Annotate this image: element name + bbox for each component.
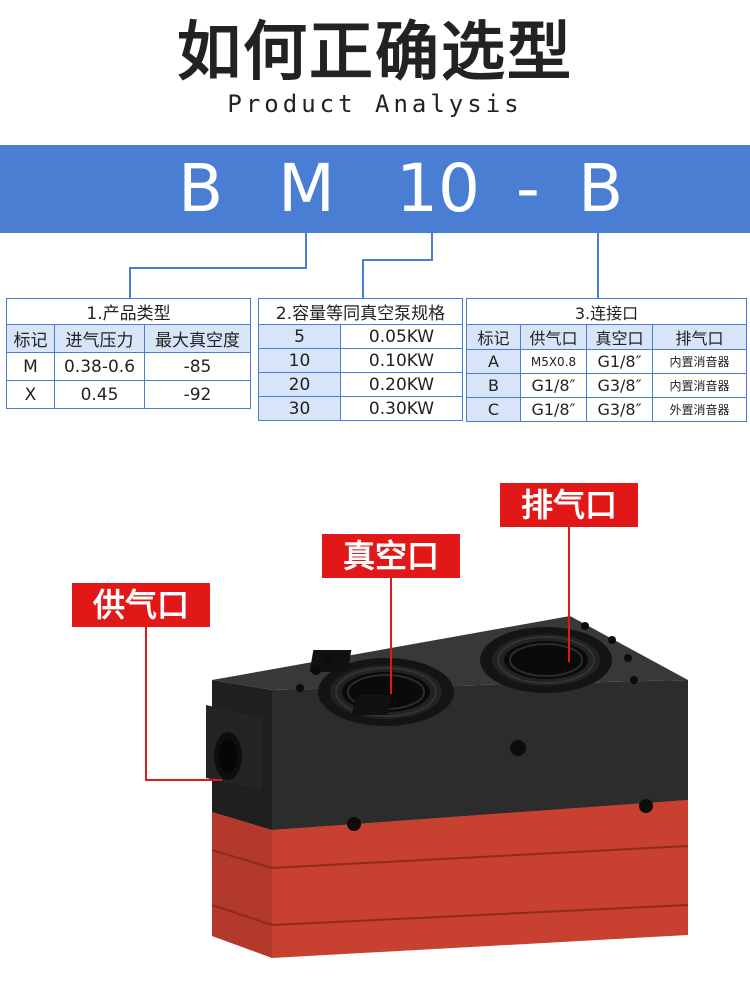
table-row: A M5X0.8 G1/8″ 内置消音器 (466, 349, 748, 374)
capacity-title: 2.容量等同真空泵规格 (257, 298, 464, 325)
table-cell: 0.38-0.6 (54, 352, 145, 381)
table-cell: 0.20KW (339, 372, 464, 397)
table-cell: 10 (258, 348, 341, 373)
supply-port-label: 供气口 (72, 583, 210, 627)
table-cell: 内置消音器 (651, 349, 748, 374)
port-table: 3.连接口 标记 供气口 真空口 排气口 A M5X0.8 G1/8″ 内置消音… (465, 298, 748, 422)
table-cell: 30 (258, 396, 341, 421)
column-header: 进气压力 (54, 324, 145, 353)
table-cell: M (6, 352, 55, 381)
table-cell: -85 (143, 352, 252, 381)
table-cell: B (466, 373, 521, 398)
table-row: B G1/8″ G3/8″ 内置消音器 (466, 373, 748, 398)
black-body (206, 616, 688, 830)
table-cell: 0.05KW (339, 324, 464, 349)
table-row: 10 0.10KW (258, 348, 464, 373)
table-cell: A (466, 349, 521, 374)
code-connector-lines (129, 233, 599, 298)
column-header: 真空口 (586, 324, 653, 350)
table-row: C G1/8″ G3/8″ 外置消音器 (466, 397, 748, 422)
vacuum-generator-photo (145, 527, 689, 958)
vacuum-port-label: 真空口 (322, 534, 460, 578)
table-cell: G3/8″ (586, 397, 653, 422)
code-dash: - (516, 150, 540, 227)
model-code-band: B M 10 - B (0, 145, 750, 233)
callout-lines (145, 527, 570, 781)
column-header: 供气口 (520, 324, 587, 350)
table-cell: 0.10KW (339, 348, 464, 373)
table-row: M 0.38-0.6 -85 (6, 352, 252, 381)
connector-type (129, 233, 307, 298)
code-series: B (178, 150, 224, 227)
supply-leader (145, 627, 222, 781)
exhaust-port-label: 排气口 (500, 483, 638, 527)
column-header: 排气口 (651, 324, 748, 350)
code-port: B (578, 150, 624, 227)
table-cell: G3/8″ (586, 373, 653, 398)
exhaust-port (480, 627, 612, 693)
table-cell: G1/8″ (586, 349, 653, 374)
table-cell: 0.30KW (339, 396, 464, 421)
table-cell: X (6, 380, 55, 409)
page-subtitle: Product Analysis (227, 90, 523, 118)
product-type-title: 1.产品类型 (5, 298, 252, 325)
table-row: 30 0.30KW (258, 396, 464, 421)
table-row: 20 0.20KW (258, 372, 464, 397)
column-header: 最大真空度 (143, 324, 252, 353)
page-title: 如何正确选型 (177, 16, 573, 90)
mounting-holes (296, 622, 653, 831)
table-cell: G1/8″ (520, 373, 587, 398)
table-cell: M5X0.8 (520, 349, 587, 374)
code-capacity: 10 (396, 150, 480, 227)
table-cell: 5 (258, 324, 341, 349)
product-type-table: 1.产品类型 标记 进气压力 最大真空度 M 0.38-0.6 -85 X 0.… (5, 298, 252, 409)
column-header: 标记 (466, 324, 521, 350)
table-cell: -92 (143, 380, 252, 409)
port-title: 3.连接口 (465, 298, 748, 325)
connector-capacity (362, 233, 433, 298)
table-row: X 0.45 -92 (6, 380, 252, 409)
table-cell: 外置消音器 (651, 397, 748, 422)
table-cell: 0.45 (54, 380, 145, 409)
table-cell: C (466, 397, 521, 422)
column-header: 标记 (6, 324, 55, 353)
table-cell: 20 (258, 372, 341, 397)
table-cell: 内置消音器 (651, 373, 748, 398)
code-type: M (278, 150, 335, 227)
table-row: 5 0.05KW (258, 324, 464, 349)
table-cell: G1/8″ (520, 397, 587, 422)
capacity-table: 2.容量等同真空泵规格 5 0.05KW 10 0.10KW 20 0.20KW… (257, 298, 464, 421)
